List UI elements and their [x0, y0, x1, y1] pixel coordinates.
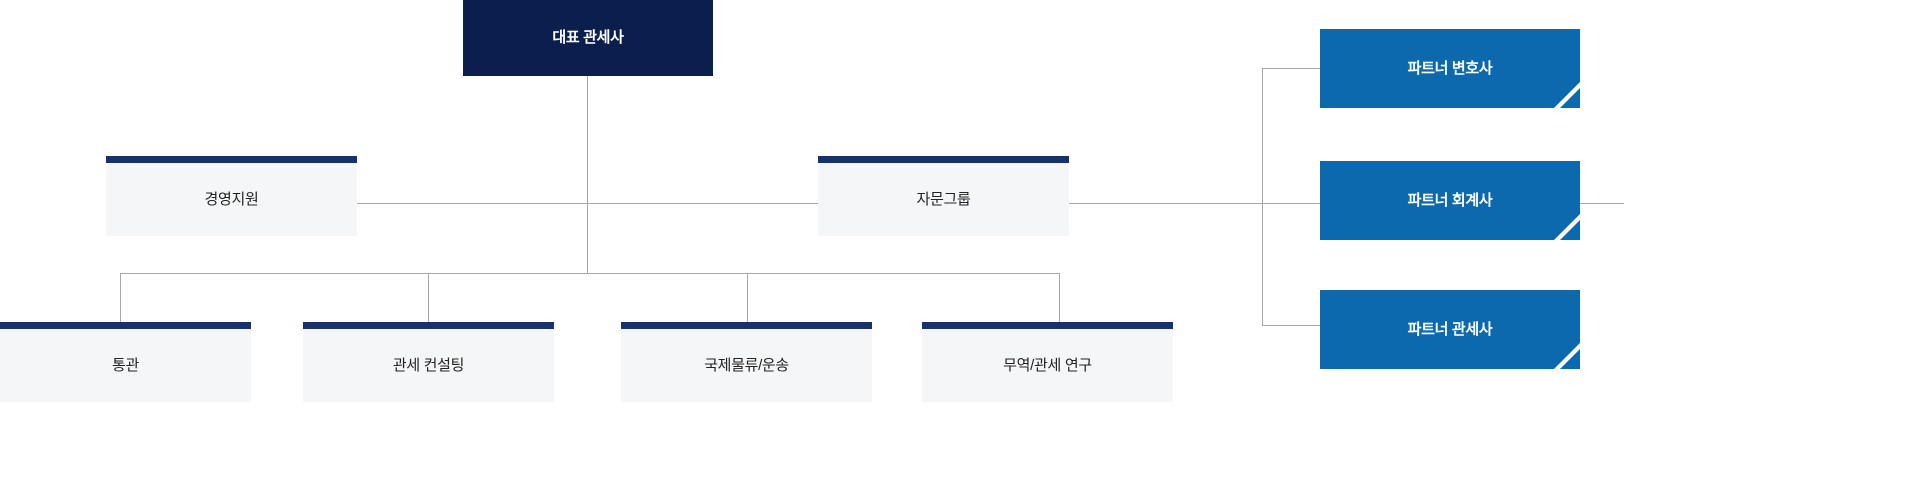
- connector-partner-bus: [1262, 68, 1263, 325]
- node-department-label: 통관: [111, 356, 139, 374]
- connector-department-bus: [120, 273, 1060, 274]
- node-department-trade-customs-research[interactable]: 무역/관세 연구: [922, 322, 1173, 402]
- node-partner-lawyer[interactable]: 파트너 변호사: [1320, 29, 1580, 108]
- node-partner-customs-broker[interactable]: 파트너 관세사: [1320, 290, 1580, 369]
- node-department-label: 무역/관세 연구: [1003, 356, 1092, 374]
- connector-partner-2: [1262, 203, 1320, 204]
- node-management-support[interactable]: 경영지원: [106, 156, 357, 236]
- node-partner-label: 파트너 회계사: [1407, 191, 1493, 209]
- node-department-customs-consulting[interactable]: 관세 컨설팅: [303, 322, 554, 402]
- node-partner-label: 파트너 관세사: [1407, 320, 1493, 338]
- node-advisory-group-label: 자문그룹: [916, 190, 971, 208]
- node-management-support-label: 경영지원: [204, 190, 259, 208]
- node-department-label: 관세 컨설팅: [392, 356, 465, 374]
- connector-dept-3: [747, 273, 748, 323]
- node-partner-accountant[interactable]: 파트너 회계사: [1320, 161, 1580, 240]
- node-department-customs-clearance[interactable]: 통관: [0, 322, 251, 402]
- corner-fold-icon: [1554, 82, 1580, 108]
- connector-root-stem: [587, 76, 588, 273]
- node-department-label: 국제물류/운송: [704, 356, 789, 374]
- connector-dept-4: [1059, 273, 1060, 323]
- node-root[interactable]: 대표 관세사: [463, 0, 713, 76]
- node-advisory-group[interactable]: 자문그룹: [818, 156, 1069, 236]
- connector-dept-1: [120, 273, 121, 323]
- corner-fold-icon: [1554, 343, 1580, 369]
- node-root-label: 대표 관세사: [552, 29, 624, 47]
- node-department-logistics-transport[interactable]: 국제물류/운송: [621, 322, 872, 402]
- corner-fold-icon: [1554, 214, 1580, 240]
- connector-dept-2: [428, 273, 429, 323]
- connector-partner-3: [1262, 325, 1320, 326]
- node-partner-label: 파트너 변호사: [1407, 59, 1493, 77]
- connector-partner-1: [1262, 68, 1320, 69]
